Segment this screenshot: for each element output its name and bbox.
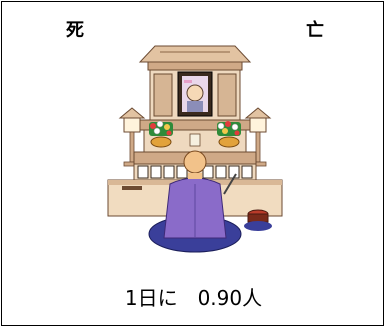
daily-death-statistic: 1日に 0.90人 — [124, 286, 263, 310]
funeral-altar-priest-illustration — [107, 45, 283, 253]
title-right-char: 亡 — [306, 20, 324, 41]
title-left-char: 死 — [66, 20, 84, 41]
